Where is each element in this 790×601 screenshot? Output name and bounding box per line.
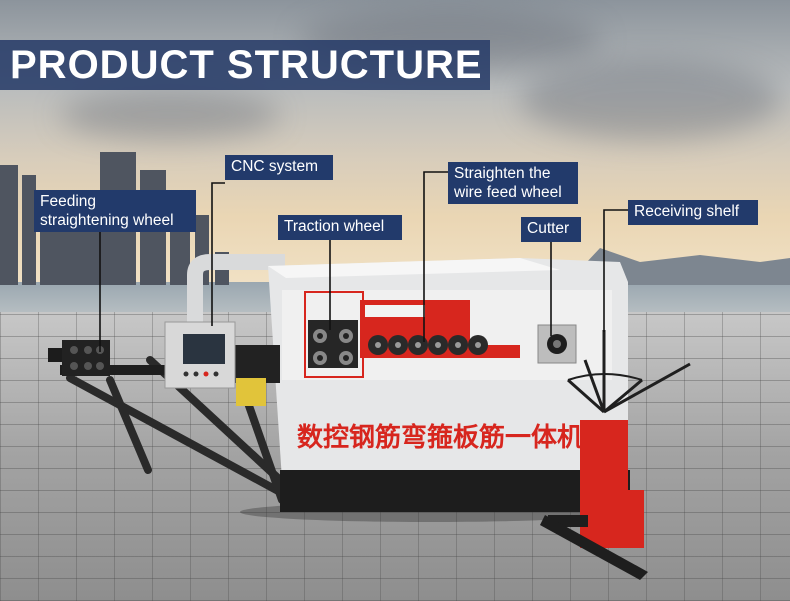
machine-body-text: 数控钢筋弯箍板筋一体机 xyxy=(297,422,583,453)
callout-leader-lines xyxy=(99,171,630,352)
feeding-wheel-unit xyxy=(48,340,110,376)
label-straighten-line2: wire feed wheel xyxy=(454,184,562,201)
label-cnc-system: CNC system xyxy=(225,155,333,180)
label-receiving-shelf: Receiving shelf xyxy=(628,200,758,225)
label-feeding-line1: Feeding xyxy=(40,193,97,210)
title-banner xyxy=(0,40,490,90)
label-feeding-straightening-wheel: Feeding straightening wheel xyxy=(34,190,196,232)
label-traction-text: Traction wheel xyxy=(284,218,385,235)
label-receiving-text: Receiving shelf xyxy=(634,203,740,220)
page-title: PRODUCT STRUCTURE xyxy=(10,43,483,87)
label-cnc-text: CNC system xyxy=(231,158,318,175)
cloud xyxy=(520,60,780,140)
receiving-shelf xyxy=(540,330,691,580)
label-straighten-wire-feed-wheel: Straighten the wire feed wheel xyxy=(448,162,578,204)
cnc-control-panel xyxy=(164,321,280,406)
label-traction-wheel: Traction wheel xyxy=(278,215,402,240)
label-feeding-line2: straightening wheel xyxy=(40,212,174,229)
label-cutter: Cutter xyxy=(521,217,581,242)
label-cutter-text: Cutter xyxy=(527,220,570,237)
label-straighten-line1: Straighten the xyxy=(454,165,551,182)
machine-body xyxy=(268,258,630,512)
cloud xyxy=(60,90,280,140)
